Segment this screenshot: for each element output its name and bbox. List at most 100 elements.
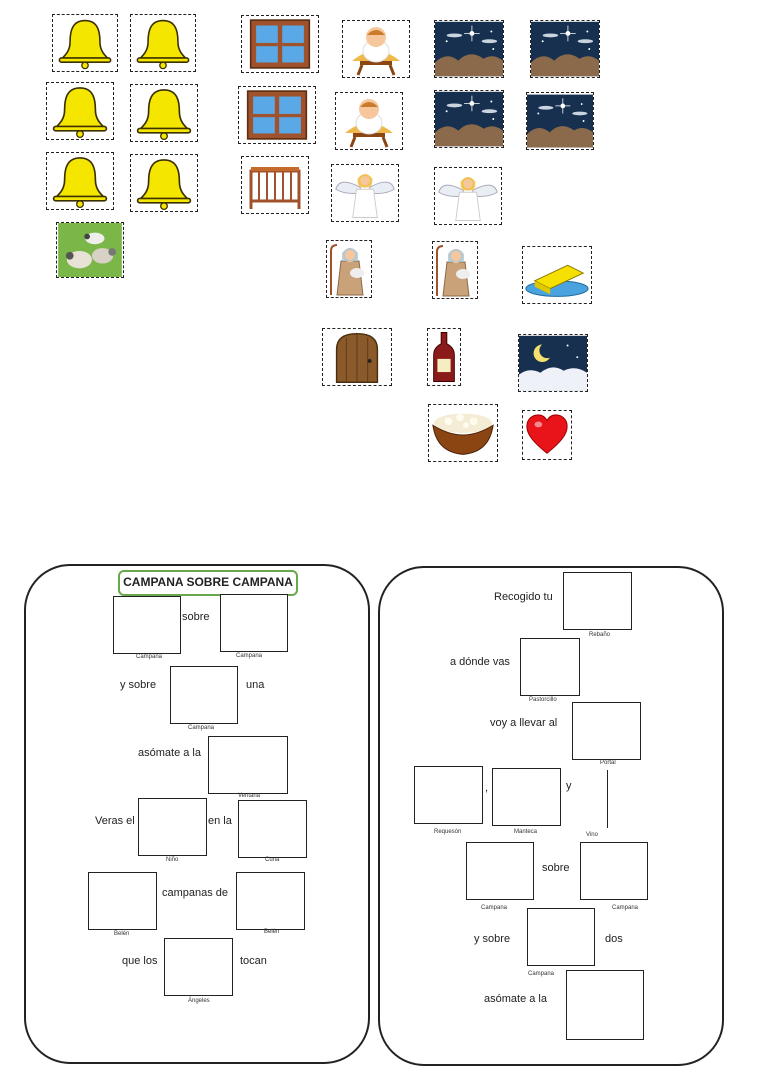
drop-slot-portal[interactable] <box>572 702 641 760</box>
card-butter[interactable] <box>522 246 592 304</box>
lyric-recogido-tu: Recogido tu <box>494 591 553 603</box>
lyric-y-sobre: y sobre <box>120 679 157 691</box>
card-heart[interactable] <box>522 410 572 460</box>
bell-icon <box>131 15 195 71</box>
bell-icon <box>131 85 197 141</box>
night-sky-icon <box>531 21 599 77</box>
window-icon <box>242 16 318 72</box>
card-night-sky[interactable] <box>434 90 504 148</box>
slot-caption: Niño <box>166 857 179 863</box>
lyric-sobre: sobre <box>542 862 570 874</box>
card-angel[interactable] <box>434 167 502 225</box>
lyric-en-la: en la <box>208 815 232 827</box>
card-bell[interactable] <box>52 14 118 72</box>
drop-slot-campana[interactable] <box>220 594 288 652</box>
lyric-dos: dos <box>605 933 623 945</box>
lyric-voy-a-llevar-al: voy a llevar al <box>490 717 558 729</box>
slot-caption: Cuna <box>265 857 280 863</box>
bell-icon <box>47 83 113 139</box>
lyric-y-sobre: y sobre <box>474 933 511 945</box>
bell-icon <box>131 155 197 211</box>
slot-caption: Requesón <box>434 829 462 835</box>
card-cottage-cheese[interactable] <box>428 404 498 462</box>
drop-slot-requeson[interactable] <box>414 766 483 824</box>
card-bell[interactable] <box>130 84 198 142</box>
drop-slot-nino[interactable] <box>138 798 207 856</box>
card-shepherd[interactable] <box>326 240 372 298</box>
lyric-comma: , <box>485 782 489 794</box>
card-shepherd[interactable] <box>432 241 478 299</box>
drop-slot-ventana[interactable] <box>208 736 288 794</box>
lyric-sobre: sobre <box>182 611 210 623</box>
card-window[interactable] <box>238 86 316 144</box>
card-bell[interactable] <box>46 82 114 140</box>
drop-slot-vino[interactable] <box>578 770 608 828</box>
crib-icon <box>242 157 308 213</box>
lyric-a-donde-vas: a dónde vas <box>450 656 510 668</box>
drop-slot-empty[interactable] <box>566 970 644 1040</box>
slot-caption: Ventana <box>238 793 261 799</box>
baby-jesus-icon <box>343 21 409 77</box>
lyric-una: una <box>246 679 265 691</box>
card-bell[interactable] <box>130 14 196 72</box>
slot-caption: Pastorcillo <box>529 697 557 703</box>
lyric-asomate: asómate a la <box>138 747 201 759</box>
card-night-sky[interactable] <box>530 20 600 78</box>
drop-slot-cuna[interactable] <box>238 800 307 858</box>
slot-caption: Ángeles <box>188 998 210 1004</box>
angel-icon <box>332 165 398 221</box>
card-bell[interactable] <box>46 152 114 210</box>
slot-caption: Belén <box>114 931 130 937</box>
slot-caption: Campana <box>612 905 639 911</box>
card-baby-jesus[interactable] <box>335 92 403 150</box>
slot-caption: Campana <box>528 971 555 977</box>
drop-slot-campana[interactable] <box>527 908 595 966</box>
card-angel[interactable] <box>331 164 399 222</box>
slot-caption: Vino <box>586 832 598 838</box>
lyric-veras-el: Veras el <box>95 815 135 827</box>
door-icon <box>323 329 391 385</box>
song-title: CAMPANA SOBRE CAMPANA <box>118 570 298 596</box>
card-baby-jesus[interactable] <box>342 20 410 78</box>
slot-caption: Campana <box>188 725 215 731</box>
night-sky-icon <box>435 91 503 147</box>
drop-slot-rebano[interactable] <box>563 572 632 630</box>
card-bell[interactable] <box>130 154 198 212</box>
lyric-y: y <box>566 780 572 792</box>
window-icon <box>239 87 315 143</box>
drop-slot-campana[interactable] <box>170 666 238 724</box>
lyric-campanas-de: campanas de <box>162 887 229 899</box>
card-window[interactable] <box>241 15 319 73</box>
card-sheep[interactable] <box>56 222 124 278</box>
card-moon-sky[interactable] <box>518 334 588 392</box>
baby-jesus-icon <box>336 93 402 149</box>
bell-icon <box>53 15 117 71</box>
drop-slot-campana[interactable] <box>113 596 181 654</box>
heart-icon <box>523 411 571 459</box>
shepherd-icon <box>327 241 371 297</box>
slot-caption: Campana <box>136 654 163 660</box>
wine-bottle-icon <box>428 329 460 385</box>
butter-icon <box>523 247 591 303</box>
sheep-icon <box>57 223 123 277</box>
drop-slot-belen[interactable] <box>236 872 305 930</box>
card-door[interactable] <box>322 328 392 386</box>
card-crib[interactable] <box>241 156 309 214</box>
drop-slot-campana[interactable] <box>580 842 648 900</box>
card-wine[interactable] <box>427 328 461 386</box>
bell-icon <box>47 153 113 209</box>
drop-slot-angeles[interactable] <box>164 938 233 996</box>
card-night-sky[interactable] <box>526 92 594 150</box>
card-night-sky[interactable] <box>434 20 504 78</box>
slot-caption: Portal <box>600 760 616 766</box>
slot-caption: Manteca <box>514 829 538 835</box>
drop-slot-pastorcillo[interactable] <box>520 638 580 696</box>
drop-slot-campana[interactable] <box>466 842 534 900</box>
cottage-cheese-bowl-icon <box>429 405 497 461</box>
drop-slot-belen[interactable] <box>88 872 157 930</box>
lyric-tocan: tocan <box>240 955 267 967</box>
slot-caption: Campana <box>236 653 263 659</box>
lyric-que-los: que los <box>122 955 158 967</box>
drop-slot-manteca[interactable] <box>492 768 561 826</box>
slot-caption: Rebaño <box>589 632 611 638</box>
